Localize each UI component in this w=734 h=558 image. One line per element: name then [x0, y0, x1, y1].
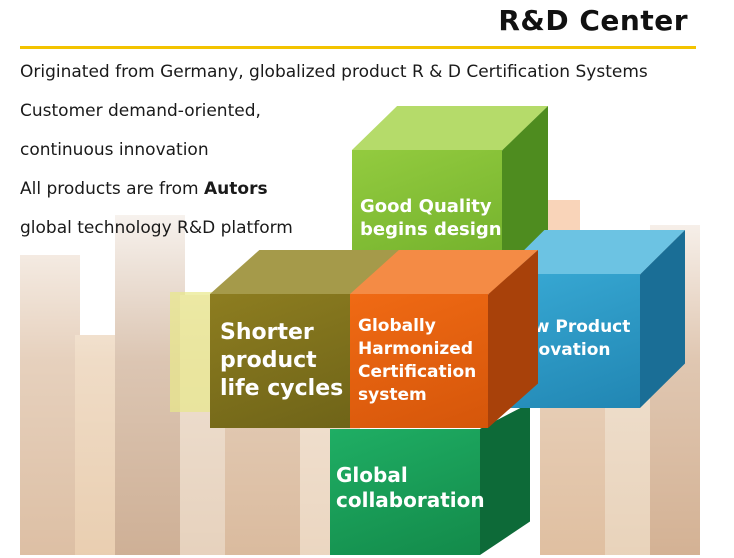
- intro-line-1: Originated from Germany, globalized prod…: [20, 62, 648, 82]
- intro-line-5: global technology R&D platform: [20, 218, 293, 238]
- cube-new-product-line-1: New Product: [508, 317, 631, 337]
- intro-line-3: continuous innovation: [20, 140, 209, 160]
- page-title: R&D Center: [498, 4, 688, 37]
- cube-shorter-line-3: life cycles: [220, 376, 344, 401]
- cube-globally-line-1: Globally: [358, 316, 436, 336]
- cube-good-quality-line-1: Good Quality: [360, 196, 492, 217]
- cube-globally-line-2: Harmonized: [358, 339, 473, 359]
- cube-global-collaboration: Global collaboration: [330, 403, 530, 555]
- cube-shorter-life-cycles: Shorter product life cycles: [210, 250, 400, 428]
- cube-shorter-line-1: Shorter: [220, 320, 314, 345]
- intro-line-2: Customer demand-oriented,: [20, 101, 261, 121]
- cube-globally-harmonized: Globally Harmonized Certification system: [350, 250, 538, 428]
- cube-shorter-line-2: product: [220, 348, 317, 373]
- brand-name: Autors: [204, 179, 268, 199]
- cube-global-collaboration-line-2: collaboration: [336, 488, 485, 512]
- cube-global-collaboration-line-1: Global: [336, 463, 408, 487]
- cube-globally-line-3: Certification: [358, 362, 477, 382]
- title-underline: [20, 46, 696, 49]
- cube-globally-line-4: system: [358, 385, 427, 405]
- intro-line-4: All products are from Autors: [20, 179, 268, 199]
- cube-good-quality-line-2: begins design: [360, 219, 502, 240]
- intro-line-4-prefix: All products are from: [20, 179, 204, 199]
